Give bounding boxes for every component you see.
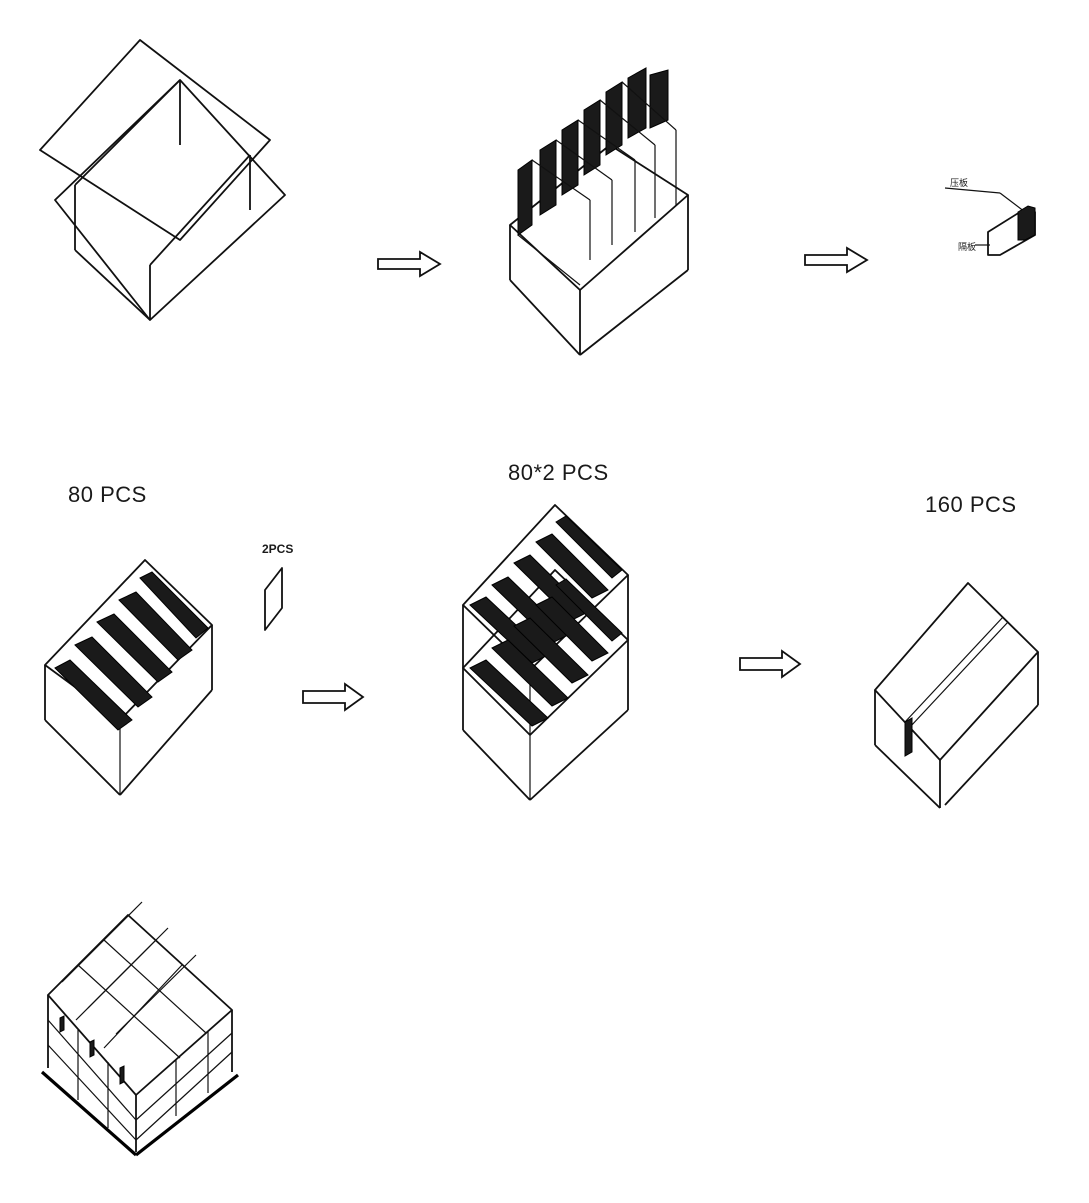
open-carton <box>39 39 286 321</box>
callout-top-label: 压板 <box>950 178 969 188</box>
upper-product-layer <box>469 515 623 664</box>
carton-count-label: 160 PCS <box>925 492 1017 517</box>
lower-product-layer <box>469 578 623 727</box>
divider-count-label: 2PCS <box>262 542 294 556</box>
single-layer-carton <box>44 559 213 796</box>
callout-bottom-label: 隔板 <box>958 242 977 252</box>
arrow-right-icon <box>302 682 365 712</box>
double-layer-carton <box>462 504 629 801</box>
product-rows <box>517 67 669 236</box>
sealed-carton <box>874 582 1039 809</box>
palletized-stack <box>40 901 239 1157</box>
layer-count-label: 80 PCS <box>68 482 147 507</box>
divider-sheet <box>264 567 283 631</box>
arrow-right-icon <box>377 250 442 278</box>
filled-carton <box>509 67 689 356</box>
plate-divider-detail <box>944 187 1036 256</box>
arrow-right-icon <box>739 649 802 679</box>
double-layer-count-label: 80*2 PCS <box>508 460 609 485</box>
product-layer <box>54 571 209 731</box>
arrow-right-icon <box>804 246 869 274</box>
